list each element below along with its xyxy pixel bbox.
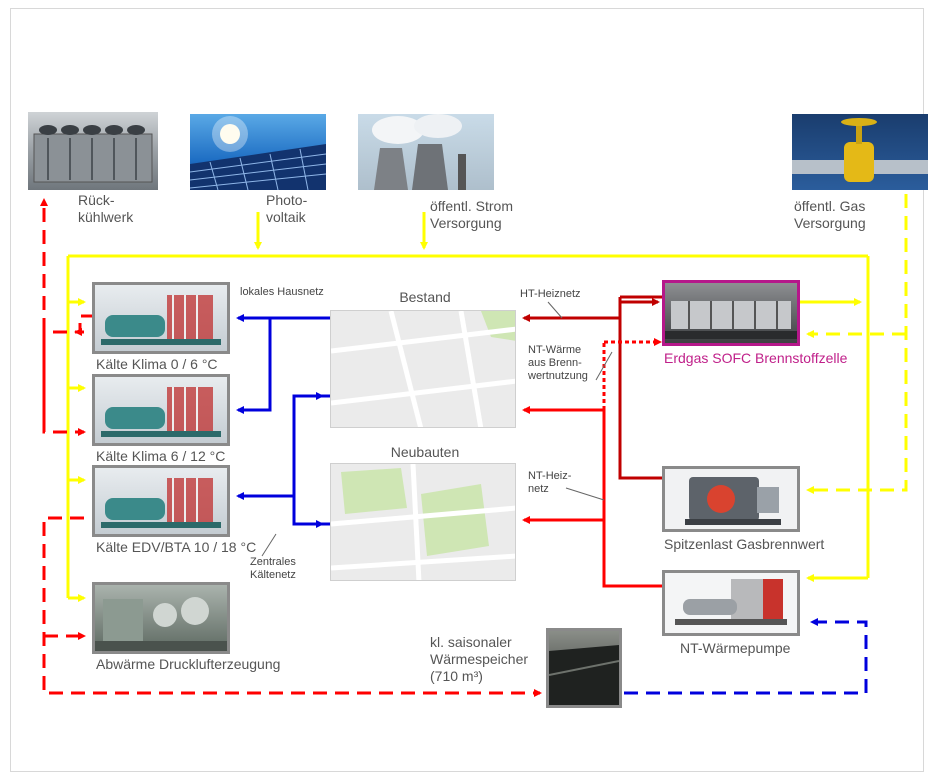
cold-network [236, 314, 868, 695]
label-ht-heiznetz: HT-Heiznetz [520, 288, 581, 300]
label-spitzenlast: Spitzenlast Gasbrennwert [664, 536, 825, 552]
rueckkuehlwerk-image [28, 112, 158, 190]
cold-to-klima2 [236, 318, 272, 414]
label-leaders [261, 301, 613, 557]
label-klima-0-6: Kälte Klima 0 / 6 °C [96, 356, 218, 372]
spitzenlast-box [662, 466, 800, 532]
nt-heat-network [40, 198, 662, 697]
storage-box [546, 628, 622, 708]
label-druckluft: Abwärme Drucklufterzeugung [96, 656, 281, 672]
waste-heat-to-storage [42, 516, 542, 697]
edv-bta-box [92, 465, 230, 537]
nt-trunk [602, 410, 662, 588]
gas-network [806, 194, 908, 494]
label-hausnetz: lokales Hausnetz [240, 286, 324, 298]
electricity-network [66, 212, 870, 602]
label-kaeltenetz: Zentrales Kältenetz [250, 556, 296, 581]
klima-6-12-box [92, 374, 230, 446]
label-neubauten: Neubauten [390, 444, 460, 460]
bestand-map [330, 310, 516, 428]
label-nt-heiznetz: NT-Heiz- netz [528, 470, 572, 495]
neubauten-map [330, 463, 516, 581]
label-photovoltaik: Photo- voltaik [266, 192, 308, 225]
label-klima-6-12: Kälte Klima 6 / 12 °C [96, 448, 226, 464]
gas-to-spitzenlast [806, 194, 908, 494]
photovoltaik-image [190, 114, 326, 190]
label-sofc: Erdgas SOFC Brennstoffzelle [664, 350, 848, 366]
label-gas: öffentl. Gas Versorgung [794, 198, 866, 231]
label-edv-bta: Kälte EDV/BTA 10 / 18 °C [96, 539, 257, 555]
label-rueckkuehlwerk: Rück- kühlwerk [78, 192, 134, 225]
kraftwerk-image [358, 114, 494, 190]
gasversorgung-image [792, 114, 928, 190]
sofc-box [662, 280, 800, 346]
label-bestand: Bestand [399, 289, 451, 305]
label-waermepumpe: NT-Wärmepumpe [680, 640, 791, 656]
diagram-frame [10, 8, 924, 772]
druckluft-box [92, 582, 230, 654]
label-strom: öffentl. Strom Versorgung [430, 198, 514, 231]
cold-kaeltenetz [292, 394, 330, 526]
ht-link-spitzenlast [618, 297, 662, 480]
cold-storage-to-wp [624, 618, 868, 695]
klima-0-6-box [92, 282, 230, 354]
waste-heat-klima [42, 314, 95, 436]
label-nt-brennwert: NT-Wärme aus Brenn- wertnutzung [528, 344, 588, 382]
heat-network [522, 295, 664, 480]
waermepumpe-box [662, 570, 800, 636]
label-storage: kl. saisonaler Wärmespeicher (710 m³) [430, 634, 529, 684]
